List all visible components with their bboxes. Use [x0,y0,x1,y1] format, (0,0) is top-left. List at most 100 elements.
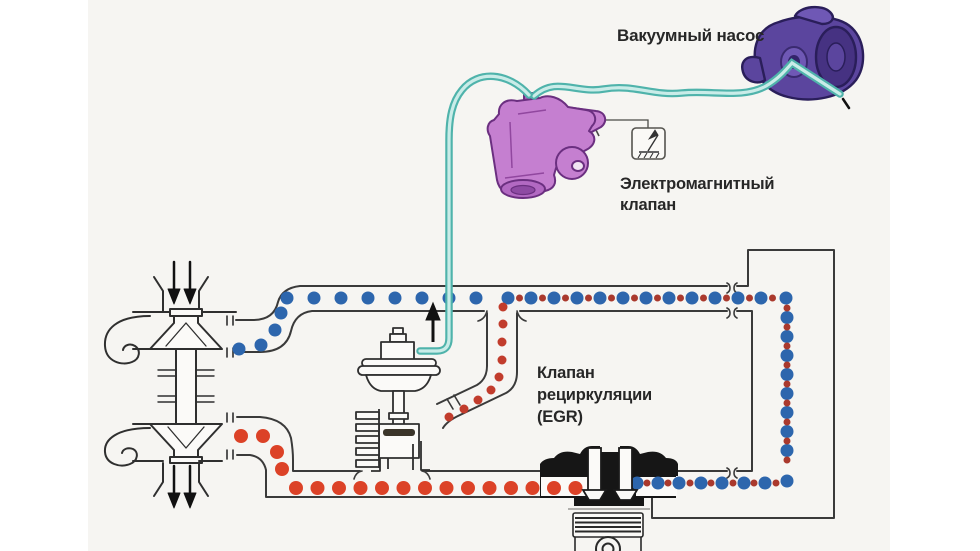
solenoid-valve-label-line1: Электромагнитный [620,175,775,193]
piston-rings [575,517,641,533]
vacuum-pump-snout [741,55,767,84]
recirculated-gas-dots [516,294,791,487]
egr-riser-left-wall [436,312,488,405]
flow-dot [783,399,791,407]
flow-dot [783,361,791,369]
flow-dot [256,429,270,443]
flow-dot [783,437,791,445]
flow-dot [232,342,246,356]
flow-dot [585,294,592,302]
egr-valve-label-line3: (EGR) [537,408,583,426]
flow-dot [685,291,699,305]
flow-dot [715,476,729,490]
pipe-network [235,249,835,519]
flow-dot [353,481,368,495]
flow-dot [677,294,684,302]
flow-dot [769,294,776,302]
compressor-scroll [103,315,151,365]
egr-diaphragm-lower [357,365,441,376]
compressor-wheel [149,315,223,350]
flow-dot [783,456,791,464]
flow-dot [780,368,794,381]
turbine-nut [169,456,203,464]
flow-dot [783,323,791,331]
flow-dot [664,479,672,487]
egr-cooler-fin [355,423,380,432]
flow-dot [783,342,791,350]
intake-pipe-lower-wall [235,310,753,472]
flow-dot [268,323,282,337]
piston-pin-inner [601,542,615,551]
egr-riser-dots [444,302,508,422]
piston-ring-belt [572,512,644,538]
flow-dot [274,306,288,320]
piston-pin [595,536,621,551]
flow-dot [746,294,753,302]
egr-poppet-disc [383,429,415,436]
flow-dot [539,294,546,302]
piston-skirt [574,537,642,551]
vacuum-hoses [416,58,851,355]
pipe-break-marks [726,282,738,479]
egr-stem-collar [388,412,409,420]
flow-dot [731,291,745,305]
egr-valve [355,327,441,472]
flow-dot [270,445,284,459]
egr-flow-arrow-icon [425,301,441,342]
flow-dot [461,481,475,495]
flow-dot [750,479,758,487]
flow-dot [707,479,715,487]
solenoid-symbol-icon [637,129,660,159]
flow-dot [723,294,730,302]
hose-pump-to-solenoid-highlight [532,60,842,98]
flow-dot [334,291,348,305]
solenoid-valve-label: Электромагнитный клапан [620,174,774,216]
exhaust-pipe-upper-wall [236,416,553,472]
exhaust-valve-stem [587,447,602,492]
intake-pipe-upper-wall [235,249,835,519]
flow-dot [486,385,496,395]
flow-dot [779,291,793,305]
flow-dot [616,291,630,305]
egr-cooler-fin [355,459,380,468]
flow-dot [498,319,508,329]
egr-riser-right-wall [442,312,518,429]
flow-dot [361,291,375,305]
hose-end-tick [841,97,851,110]
egr-cooler-fin [355,447,380,456]
flow-dot [504,481,518,495]
flow-dot [459,404,469,414]
flow-dot [654,294,661,302]
flow-dot [651,476,665,490]
intake-valve-head [612,489,639,501]
flow-dot [630,476,644,490]
exhaust-gas-dots [234,429,583,495]
flow-dot [234,429,248,443]
flow-dot [547,481,561,495]
egr-cooler-fin [355,435,380,444]
flow-dot [758,476,772,490]
flow-dot [275,462,289,476]
flow-dot [396,481,411,495]
exhaust-flow-arrows-icon [167,464,197,509]
flow-dot [307,291,321,305]
turbine-wheel-vanes [167,426,205,449]
flow-dot [780,444,794,457]
solenoid-wire [590,119,649,128]
flow-dot [780,387,794,400]
exhaust-valve-head [581,489,608,501]
vacuum-pump-top-lobe [793,5,834,26]
flow-dot [497,355,507,365]
flow-dot [310,481,325,495]
shaft-bearing-marks [157,369,215,403]
vacuum-pump-label: Вакуумный насос [617,26,765,45]
flow-dot [289,481,303,495]
egr-diaphragm-bowl [365,374,432,392]
flow-dot [469,291,483,305]
flow-dot [708,291,722,305]
egr-top-nipple [389,333,407,343]
exhaust-pipe-lower-wall [236,454,557,498]
turbine-outlet-funnel [132,460,223,497]
